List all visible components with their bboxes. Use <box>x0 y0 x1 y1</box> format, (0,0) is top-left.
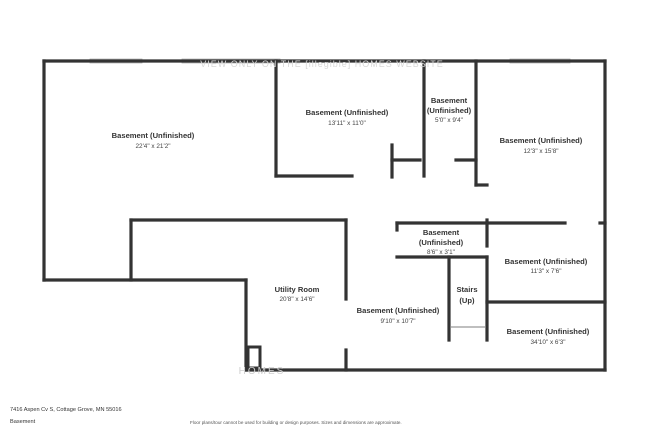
room-dimensions: 22'4" x 21'2" <box>135 143 170 150</box>
room-dimensions: 20'8" x 14'6" <box>279 296 314 303</box>
room-lower-center-basement: Basement (Unfinished) 9'10" x 10'7" <box>357 306 440 325</box>
room-bottom-right-basement: Basement (Unfinished) 34'10" x 6'3" <box>507 327 590 346</box>
room-name: Basement <box>423 228 460 237</box>
room-name: Basement (Unfinished) <box>507 327 590 336</box>
room-name: Basement (Unfinished) <box>112 131 195 140</box>
room-right-basement: Basement (Unfinished) 12'3" x 15'8" <box>500 136 583 155</box>
room-dimensions: 11'3" x 7'6" <box>530 268 561 275</box>
room-mid-right-basement: Basement (Unfinished) 11'3" x 7'6" <box>505 257 588 275</box>
property-address: 7416 Aspen Cv S, Cottage Grove, MN 55016 <box>10 407 122 413</box>
room-dimensions: 8'6" x 3'1" <box>427 249 455 256</box>
room-name: Utility Room <box>275 285 320 294</box>
disclaimer: Floor plans/tour cannot be used for buil… <box>190 420 402 425</box>
room-name: Basement (Unfinished) <box>505 257 588 266</box>
room-dimensions: 9'10" x 10'7" <box>380 318 415 325</box>
room-name: Basement (Unfinished) <box>500 136 583 145</box>
walls <box>42 59 607 372</box>
room-name: Basement (Unfinished) <box>306 108 389 117</box>
room-center-basement: Basement (Unfinished) 13'11" x 11'0" <box>306 108 389 127</box>
corner-block <box>246 345 262 370</box>
room-name: Stairs <box>456 285 477 294</box>
watermark-top: VIEW ONLY ON THE [illegible] HOMES WEBSI… <box>200 59 444 69</box>
room-dimensions: 13'11" x 11'0" <box>328 120 366 127</box>
room-dimensions: 12'3" x 15'8" <box>523 148 558 155</box>
room-dimensions: 34'10" x 6'3" <box>530 339 565 346</box>
room-dimensions: 5'0" x 9'4" <box>435 117 463 124</box>
room-stairs: Stairs (Up) <box>456 285 477 305</box>
watermark-bottom: HOMES <box>239 366 286 377</box>
room-name-line2: (Unfinished) <box>419 238 464 247</box>
room-name: Basement <box>431 96 468 105</box>
room-name: Basement (Unfinished) <box>357 306 440 315</box>
room-utility: Utility Room 20'8" x 14'6" <box>275 285 320 303</box>
room-name-line2: (Unfinished) <box>427 106 472 115</box>
room-main-basement: Basement (Unfinished) 22'4" x 21'2" <box>112 131 195 150</box>
floor-level: Basement <box>10 419 36 425</box>
room-narrow-basement: Basement (Unfinished) 5'0" x 9'4" <box>427 96 472 124</box>
room-name-line2: (Up) <box>459 296 475 305</box>
room-small-basement: Basement (Unfinished) 8'6" x 3'1" <box>419 228 464 256</box>
room-labels: Basement (Unfinished) 22'4" x 21'2" Base… <box>112 96 590 346</box>
